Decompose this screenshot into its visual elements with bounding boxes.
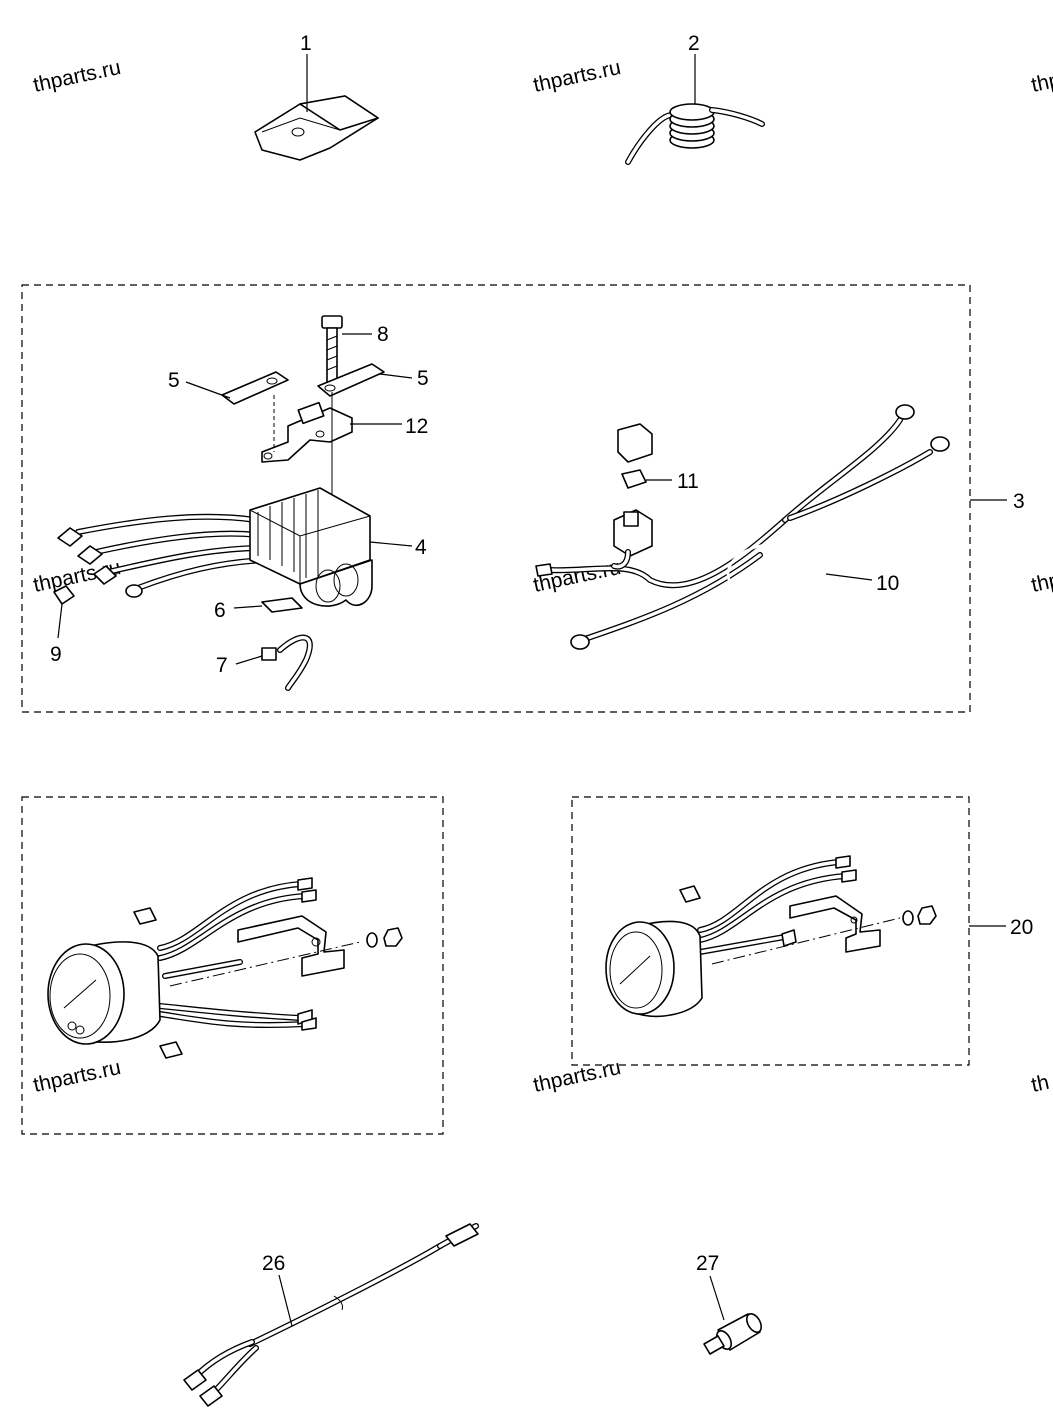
part-10-harness: 10 11 — [535, 404, 950, 650]
callout-10: 10 — [876, 572, 899, 595]
gauge-box-right — [571, 796, 970, 1066]
part-7-tie: 7 — [216, 634, 313, 691]
part-8-bolt: 8 — [321, 315, 389, 387]
gauge-right — [605, 855, 937, 1018]
callout-20: 20 — [1010, 916, 1033, 939]
callout-3: 3 — [1013, 490, 1025, 513]
callout-11: 11 — [677, 470, 699, 493]
gauge-box-left — [21, 796, 444, 1135]
part-27-fitting: 27 — [696, 1252, 763, 1355]
assembly-3-box — [21, 284, 971, 713]
gauge-left — [47, 877, 403, 1059]
part-4-regulator: 4 — [57, 487, 427, 607]
callout-1: 1 — [300, 32, 312, 55]
watermark-edge-1: thp — [1029, 68, 1053, 97]
part-2-coil: 2 — [625, 32, 765, 165]
watermark-edge-3: th — [1029, 1071, 1051, 1097]
watermark-5: thparts.ru — [31, 1056, 123, 1097]
callout-2: 2 — [688, 32, 700, 55]
callout-12: 12 — [405, 415, 428, 438]
part-5-plates: 5 5 — [168, 363, 429, 405]
part-6-pad: 6 — [214, 597, 303, 622]
callout-5a: 5 — [168, 369, 180, 392]
watermark-6: thparts.ru — [531, 1056, 623, 1097]
callout-4: 4 — [415, 536, 427, 559]
callout-27: 27 — [696, 1252, 719, 1275]
part-12-bracket: 12 — [261, 392, 428, 500]
callout-5b: 5 — [417, 367, 429, 390]
watermark-4: thparts.ru — [531, 556, 623, 597]
part-9-bolt: 9 — [50, 585, 75, 666]
callout-7: 7 — [216, 654, 228, 677]
watermark-1: thparts.ru — [31, 56, 123, 97]
watermark-2: thparts.ru — [531, 56, 623, 97]
part-26-cable: 26 — [183, 1223, 479, 1407]
callout-8: 8 — [377, 323, 389, 346]
callout-9: 9 — [50, 643, 62, 666]
callout-6: 6 — [214, 599, 226, 622]
callout-26: 26 — [262, 1252, 285, 1275]
watermark-edge-2: thp — [1029, 568, 1053, 597]
part-1-pouch: 1 — [254, 32, 379, 161]
